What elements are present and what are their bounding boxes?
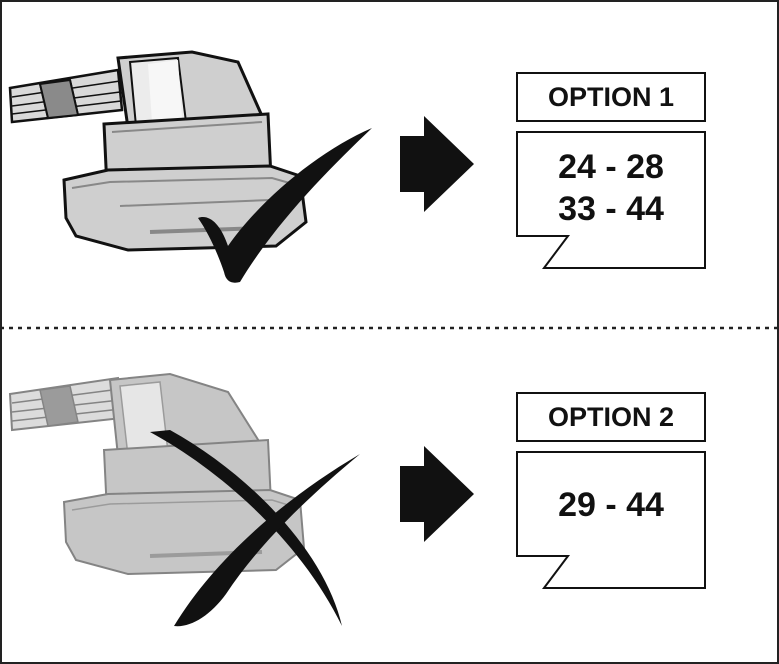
range-value: 29 - 44 xyxy=(558,486,664,524)
speech-note-shape xyxy=(516,451,706,589)
option-1-label: OPTION 1 xyxy=(516,72,706,122)
option-2-ranges: 29 - 44 xyxy=(517,484,705,526)
check-mark-icon xyxy=(198,128,372,283)
cable-icon xyxy=(8,376,124,432)
option-1-ranges: 24 - 28 33 - 44 xyxy=(517,146,705,230)
range-value: 33 - 44 xyxy=(558,190,664,228)
arrow-right-icon xyxy=(400,116,474,212)
option-2-label: OPTION 2 xyxy=(516,392,706,442)
cable-icon xyxy=(8,68,124,124)
arrow-right-icon xyxy=(400,446,474,542)
range-value: 24 - 28 xyxy=(558,148,664,186)
cross-mark-icon xyxy=(150,430,360,627)
speech-note-shape xyxy=(516,131,706,269)
